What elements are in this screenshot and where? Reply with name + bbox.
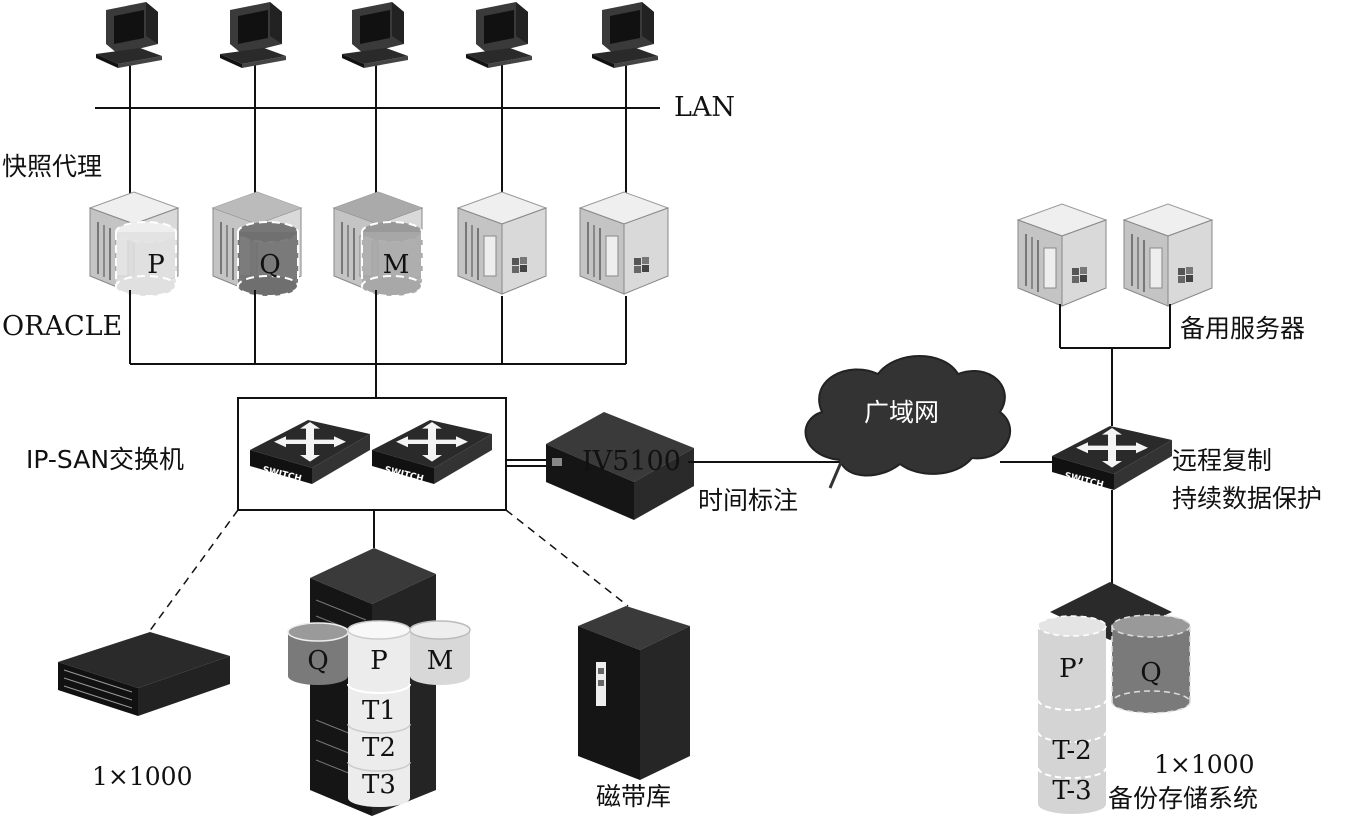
server-windows-1 [457,191,547,295]
server-p [89,191,179,297]
backup-system-label: 备份存储系统 [1108,784,1259,813]
time-stamp-label: 时间标注 [698,486,799,515]
storage-disk-stack-p [347,620,411,807]
backup-capacity-label: 1×1000 [1154,750,1255,779]
standby-server-2 [1123,203,1213,307]
workstation-icon-2 [220,2,286,68]
workstation-icon-5 [592,2,658,68]
disk-array-left [58,632,230,716]
remote-replication-label: 远程复制 [1172,446,1273,475]
backup-disk-label-q: Q [1140,658,1162,688]
wan-cloud [804,355,1012,489]
iv5100-label: IV5100 [582,446,681,477]
storage-disk-q [287,622,349,685]
dashed-links [145,509,629,637]
backup-disk-label-t-3: T-3 [1052,776,1092,806]
switch-to-iv5100-link [506,459,546,467]
lan-bus [95,62,660,200]
backup-disk-q [1111,614,1191,714]
standby-server-label: 备用服务器 [1180,314,1306,343]
storage-disk-label-p: P [370,646,388,676]
ip-san-switch-label: IP-SAN交换机 [26,445,185,474]
left-capacity-label: 1×1000 [92,762,193,791]
server-disk-label-p: P [147,250,165,280]
standby-bus [1059,304,1171,426]
storage-disk-m [409,620,471,685]
oracle-label: ORACLE [2,311,123,342]
tape-library-label: 磁带库 [596,782,672,811]
server-disk-label-m: M [382,250,410,280]
standby-server-1 [1017,203,1107,307]
workstation-icon-3 [342,2,408,68]
storage-disk-label-t3: T3 [362,770,396,800]
storage-disk-label-t2: T2 [362,733,396,763]
backup-disk-label-t-2: T-2 [1052,736,1092,766]
oracle-bus [129,290,627,398]
server-windows-2 [579,191,669,295]
snapshot-agent-label: 快照代理 [2,152,103,181]
backup-disk-label-p-prime: P’ [1059,654,1085,684]
server-disk-label-q: Q [259,250,281,280]
server-m [333,191,423,297]
backup-disk-stack-p [1037,615,1107,814]
workstation-icon-1 [96,2,162,68]
iv5100-appliance [546,412,694,520]
tape-library [578,606,690,780]
backup-storage [1037,582,1191,814]
server-q [212,191,302,297]
cdp-label: 持续数据保护 [1172,484,1323,513]
storage-disk-label-m: M [426,646,454,676]
storage-disk-label-q: Q [307,646,329,676]
workstation-icon-4 [466,2,532,68]
wan-label: 广域网 [864,398,940,427]
ip-san-switch-box [237,397,507,511]
lan-label: LAN [674,92,736,123]
storage-disk-label-t1: T1 [362,696,396,726]
